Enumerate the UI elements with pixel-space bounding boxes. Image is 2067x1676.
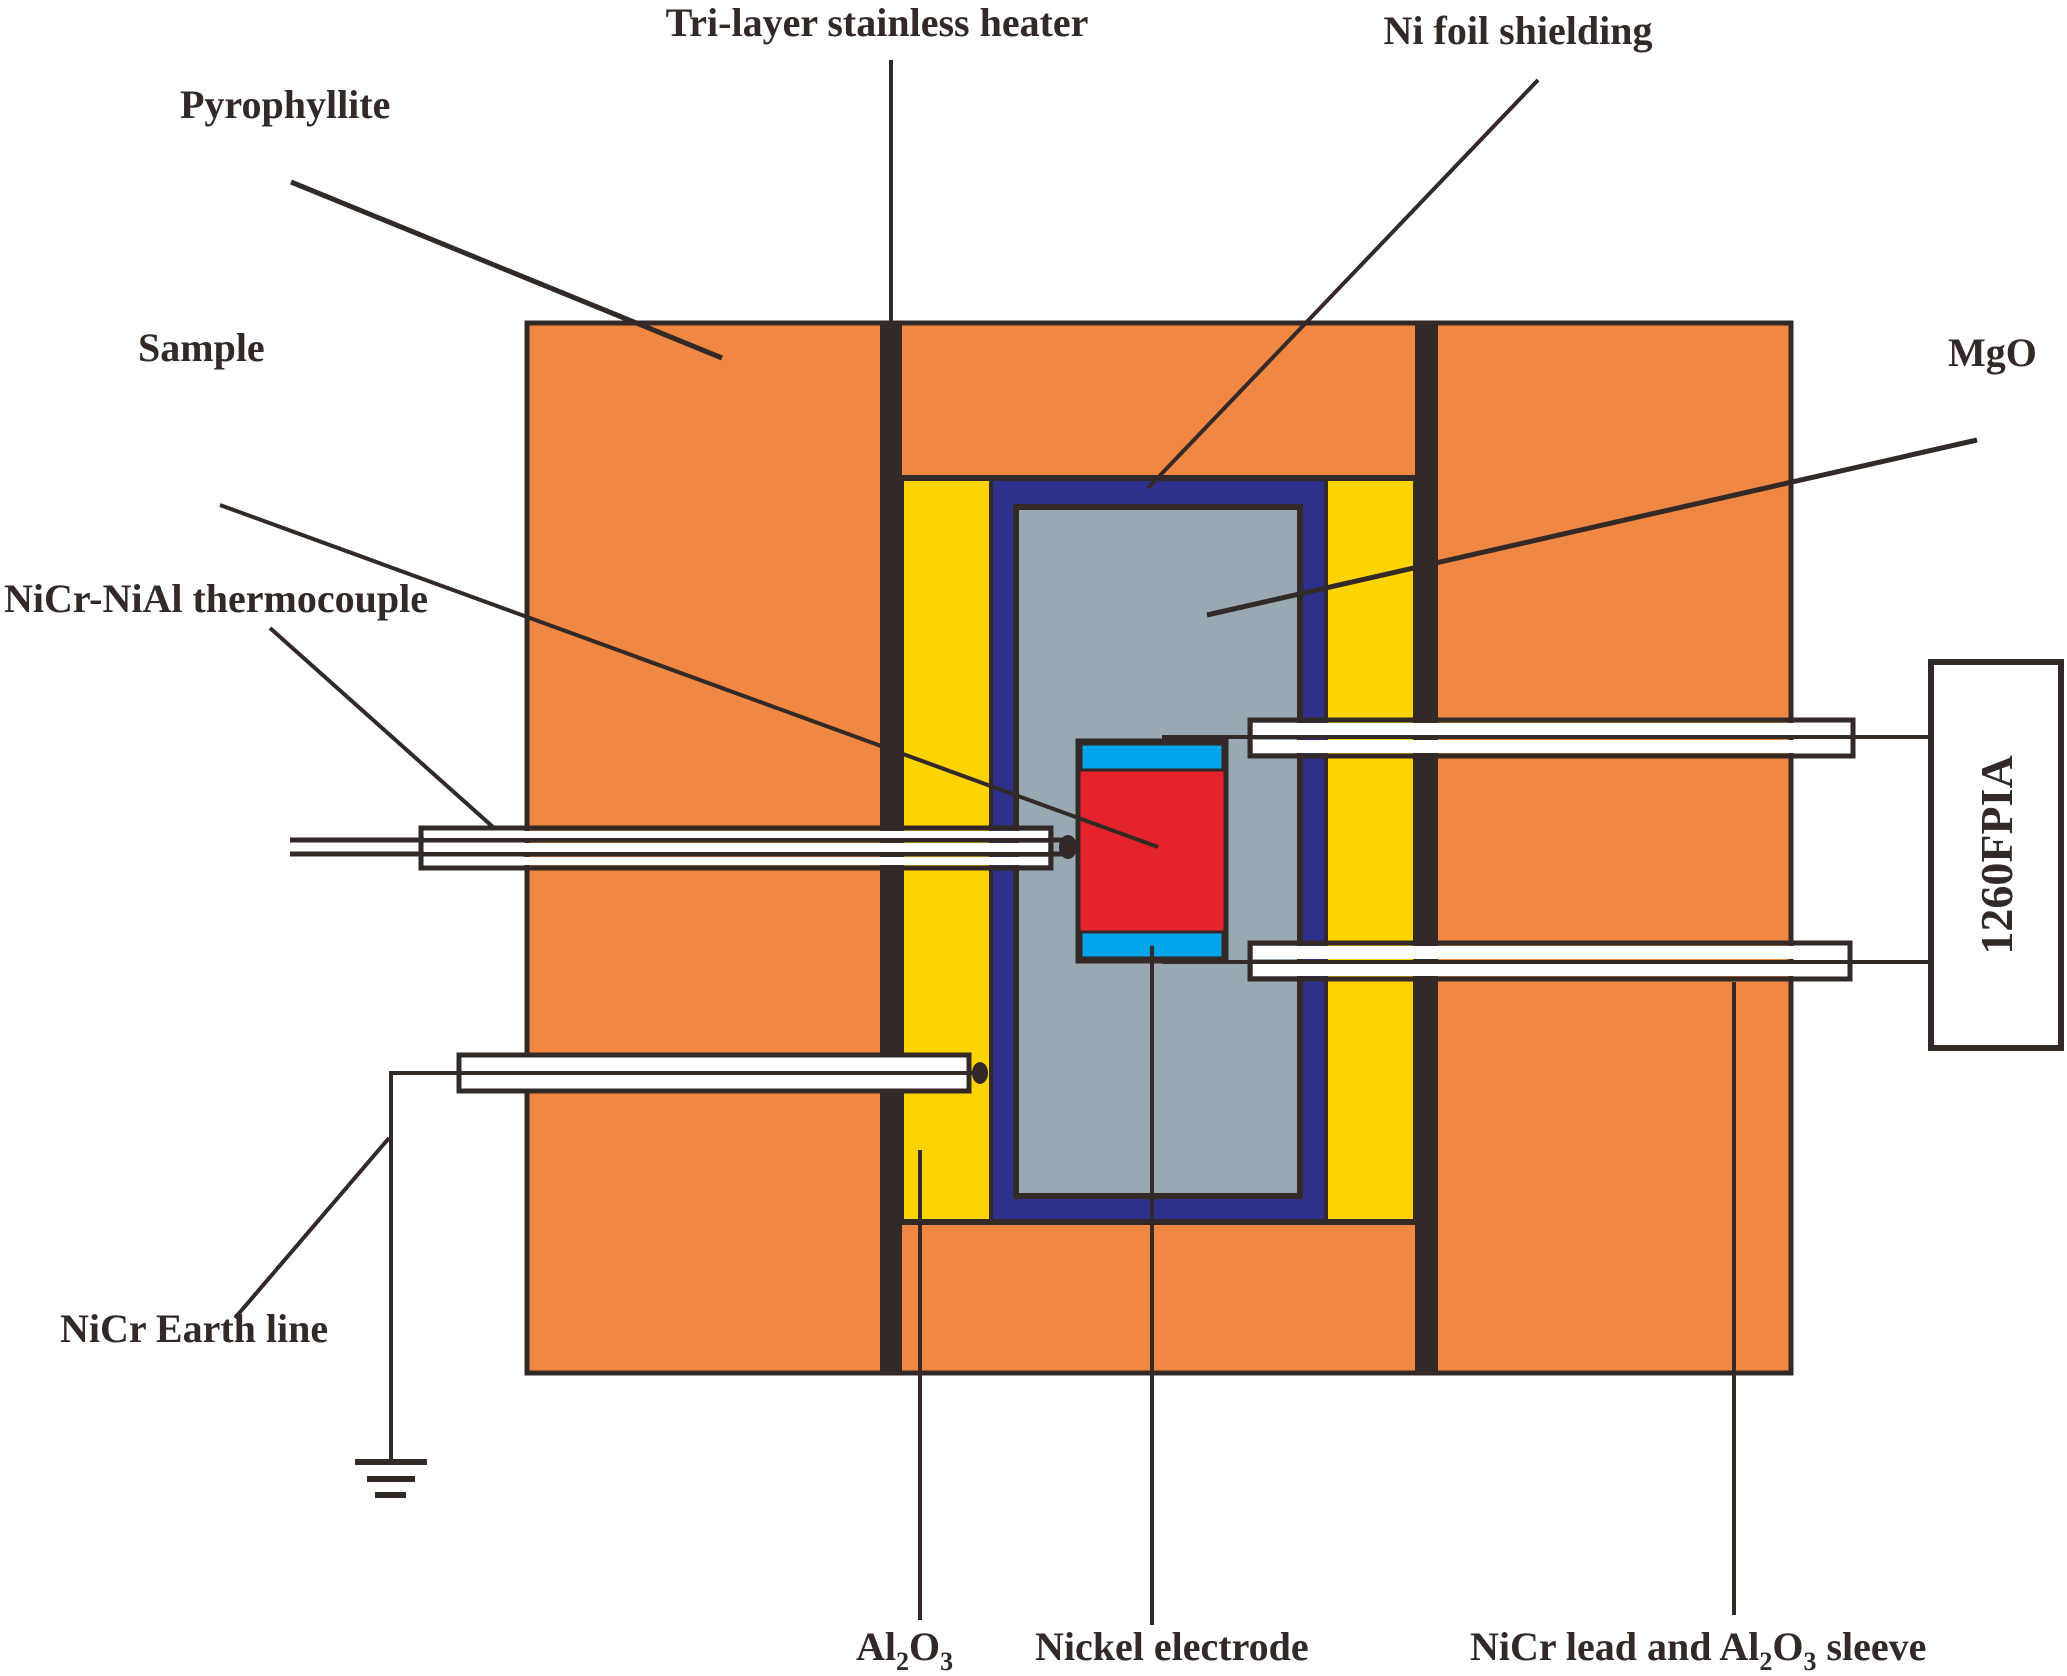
ni-foil-leader <box>1146 78 1540 490</box>
lead-sleeve-top-fill-b <box>1253 740 1850 753</box>
impedance-analyzer-box <box>1928 659 2064 1051</box>
junction-dot-icon <box>1059 835 1077 859</box>
lead-bottom-wire <box>1162 960 1929 964</box>
heater-right <box>1415 323 1438 1373</box>
label-ni-foil: Ni foil shielding <box>1384 8 1653 53</box>
lead-top-wire <box>1162 735 1929 741</box>
ground-symbol-icon <box>355 1459 427 1498</box>
lead-sleeve-bottom-fill-a <box>1253 946 1847 959</box>
thermocouple-sleeve-fill-bot <box>424 857 1048 865</box>
label-sample: Sample <box>138 325 265 370</box>
sample-assembly <box>1075 738 1229 964</box>
thermocouple-sleeve-fill-top <box>424 831 1048 838</box>
junction-dot-icon <box>972 1062 988 1084</box>
thermocouple-leader <box>268 626 495 829</box>
earth-wire <box>389 1071 979 1462</box>
earth-leader <box>233 1136 391 1320</box>
label-nicr-lead: NiCr lead and Al2O3 sleeve <box>1470 1624 1926 1676</box>
analyzer-label: 1260FPIA <box>1971 755 2022 954</box>
electrode-top <box>1079 742 1225 772</box>
lead-sleeve-bottom-fill-b <box>1253 964 1847 976</box>
mgo-leader <box>1206 437 1978 618</box>
label-nickel-electrode: Nickel electrode <box>1035 1624 1309 1669</box>
label-earth-line: NiCr Earth line <box>60 1306 328 1351</box>
al2o3-sleeve-right <box>1324 476 1417 1224</box>
label-mgo: MgO <box>1948 330 2037 375</box>
label-pyrophyllite: Pyrophyllite <box>180 82 390 127</box>
lead-sleeve-top <box>1247 717 1856 759</box>
lead-sleeve-bottom <box>1247 940 1853 982</box>
label-thermocouple: NiCr-NiAl thermocouple <box>4 576 428 621</box>
pyrophyllite-leader <box>290 179 723 361</box>
label-heater: Tri-layer stainless heater <box>666 0 1089 45</box>
thermocouple-sleeve <box>418 825 1054 871</box>
thermocouple-sleeve-fill-mid <box>424 843 1048 852</box>
lead-sleeve-top-fill-a <box>1253 723 1850 735</box>
sample-leader <box>219 503 1159 849</box>
label-al2o3: Al2O3 <box>856 1624 953 1676</box>
